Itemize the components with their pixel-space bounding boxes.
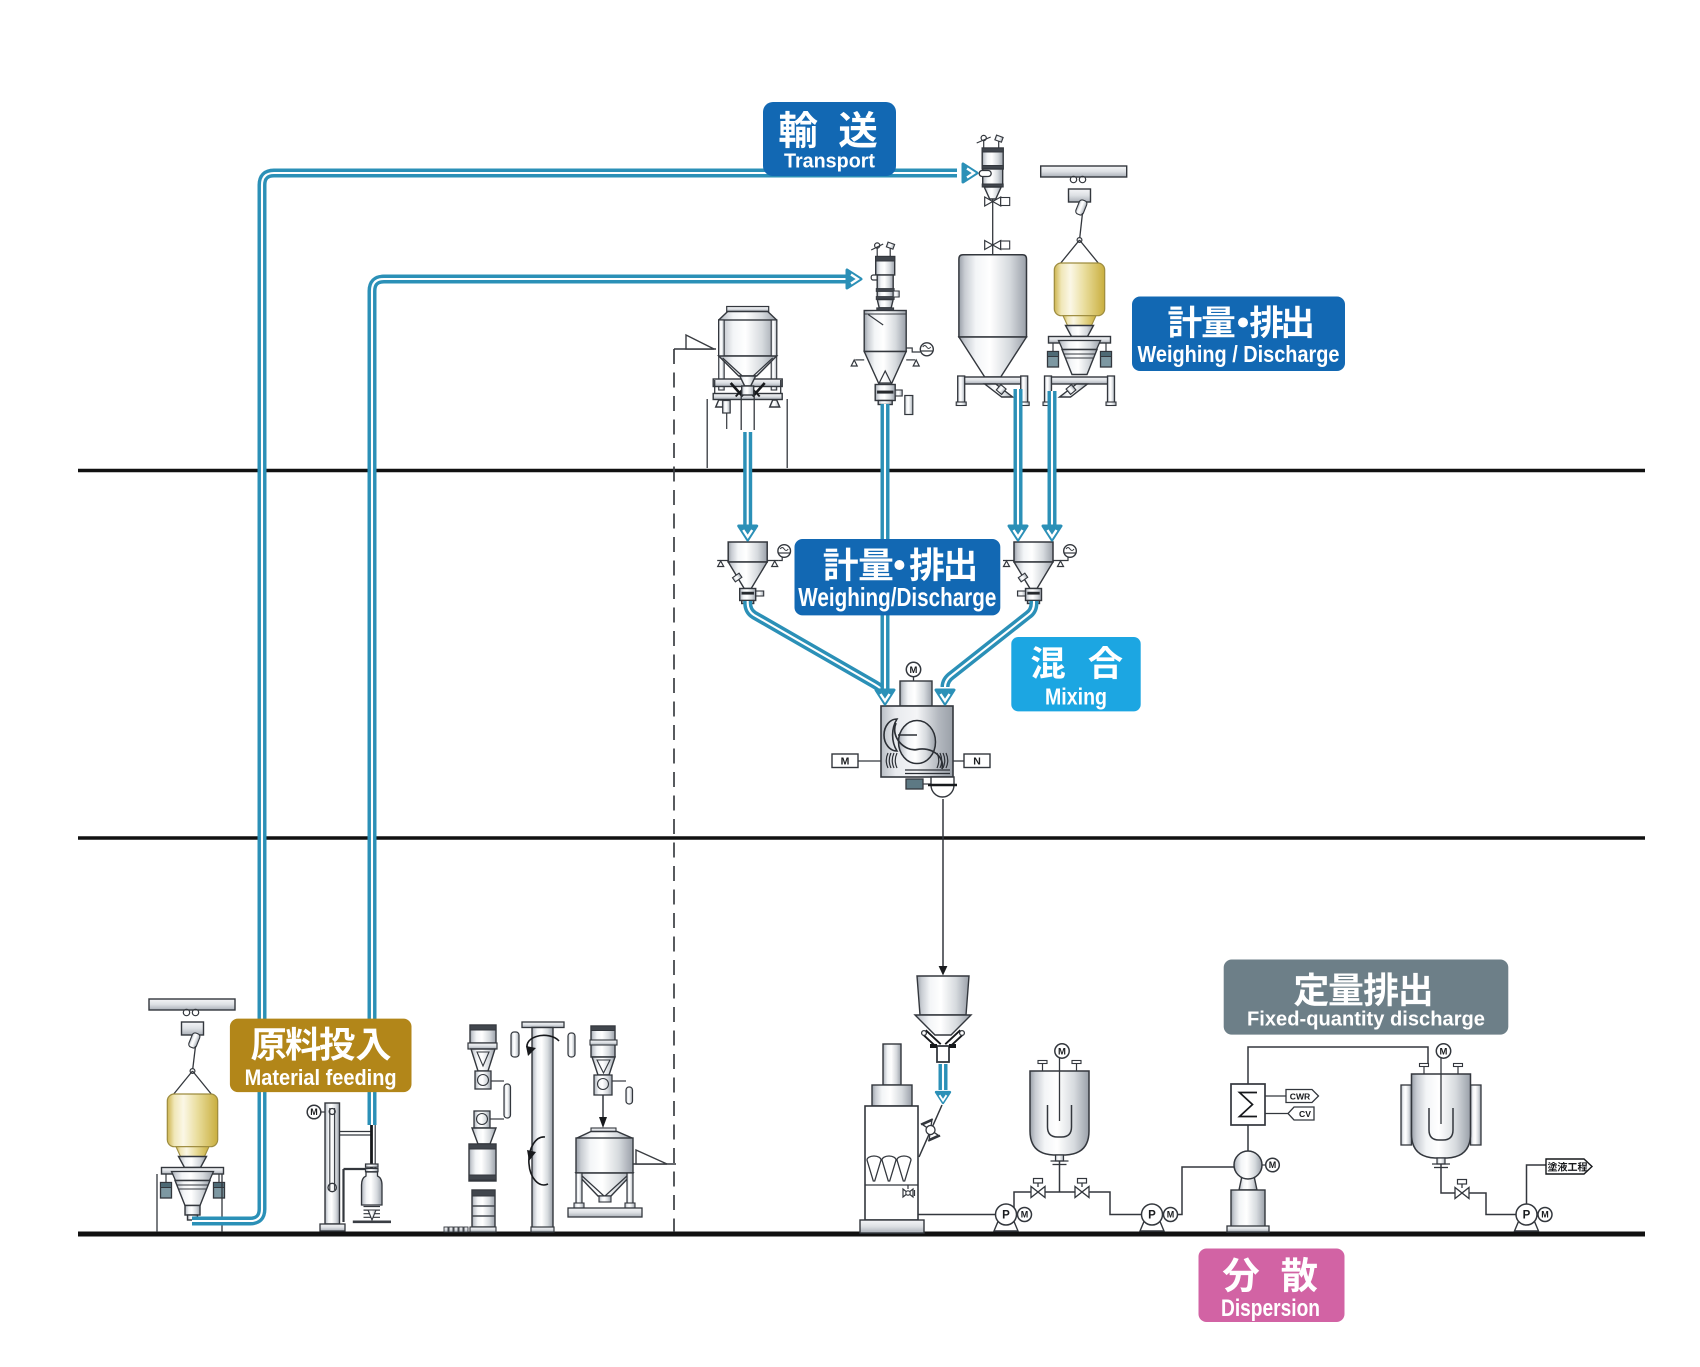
svg-text:Weighing/Discharge: Weighing/Discharge [798,582,996,612]
svg-text:CWR: CWR [1290,1091,1311,1101]
svg-text:M: M [1440,1046,1448,1057]
svg-text:Transport: Transport [784,150,875,173]
svg-text:N: N [973,756,981,768]
svg-text:M: M [1541,1210,1549,1220]
svg-text:Dispersion: Dispersion [1221,1295,1320,1322]
svg-text:M: M [310,1107,318,1117]
svg-text:CV: CV [1299,1109,1311,1119]
svg-text:M: M [1269,1160,1277,1170]
svg-text:M: M [841,756,850,768]
svg-text:M: M [1167,1210,1175,1220]
svg-text:P: P [1002,1210,1010,1222]
svg-text:P: P [1523,1210,1531,1222]
svg-text:P: P [1148,1210,1156,1222]
svg-text:Mixing: Mixing [1045,684,1107,710]
svg-text:M: M [1058,1046,1066,1057]
svg-text:M: M [910,665,918,676]
svg-text:Fixed-quantity discharge: Fixed-quantity discharge [1247,1009,1485,1031]
svg-text:Weighing / Discharge: Weighing / Discharge [1138,341,1340,367]
svg-text:M: M [1021,1210,1029,1220]
svg-text:Material feeding: Material feeding [245,1065,397,1090]
